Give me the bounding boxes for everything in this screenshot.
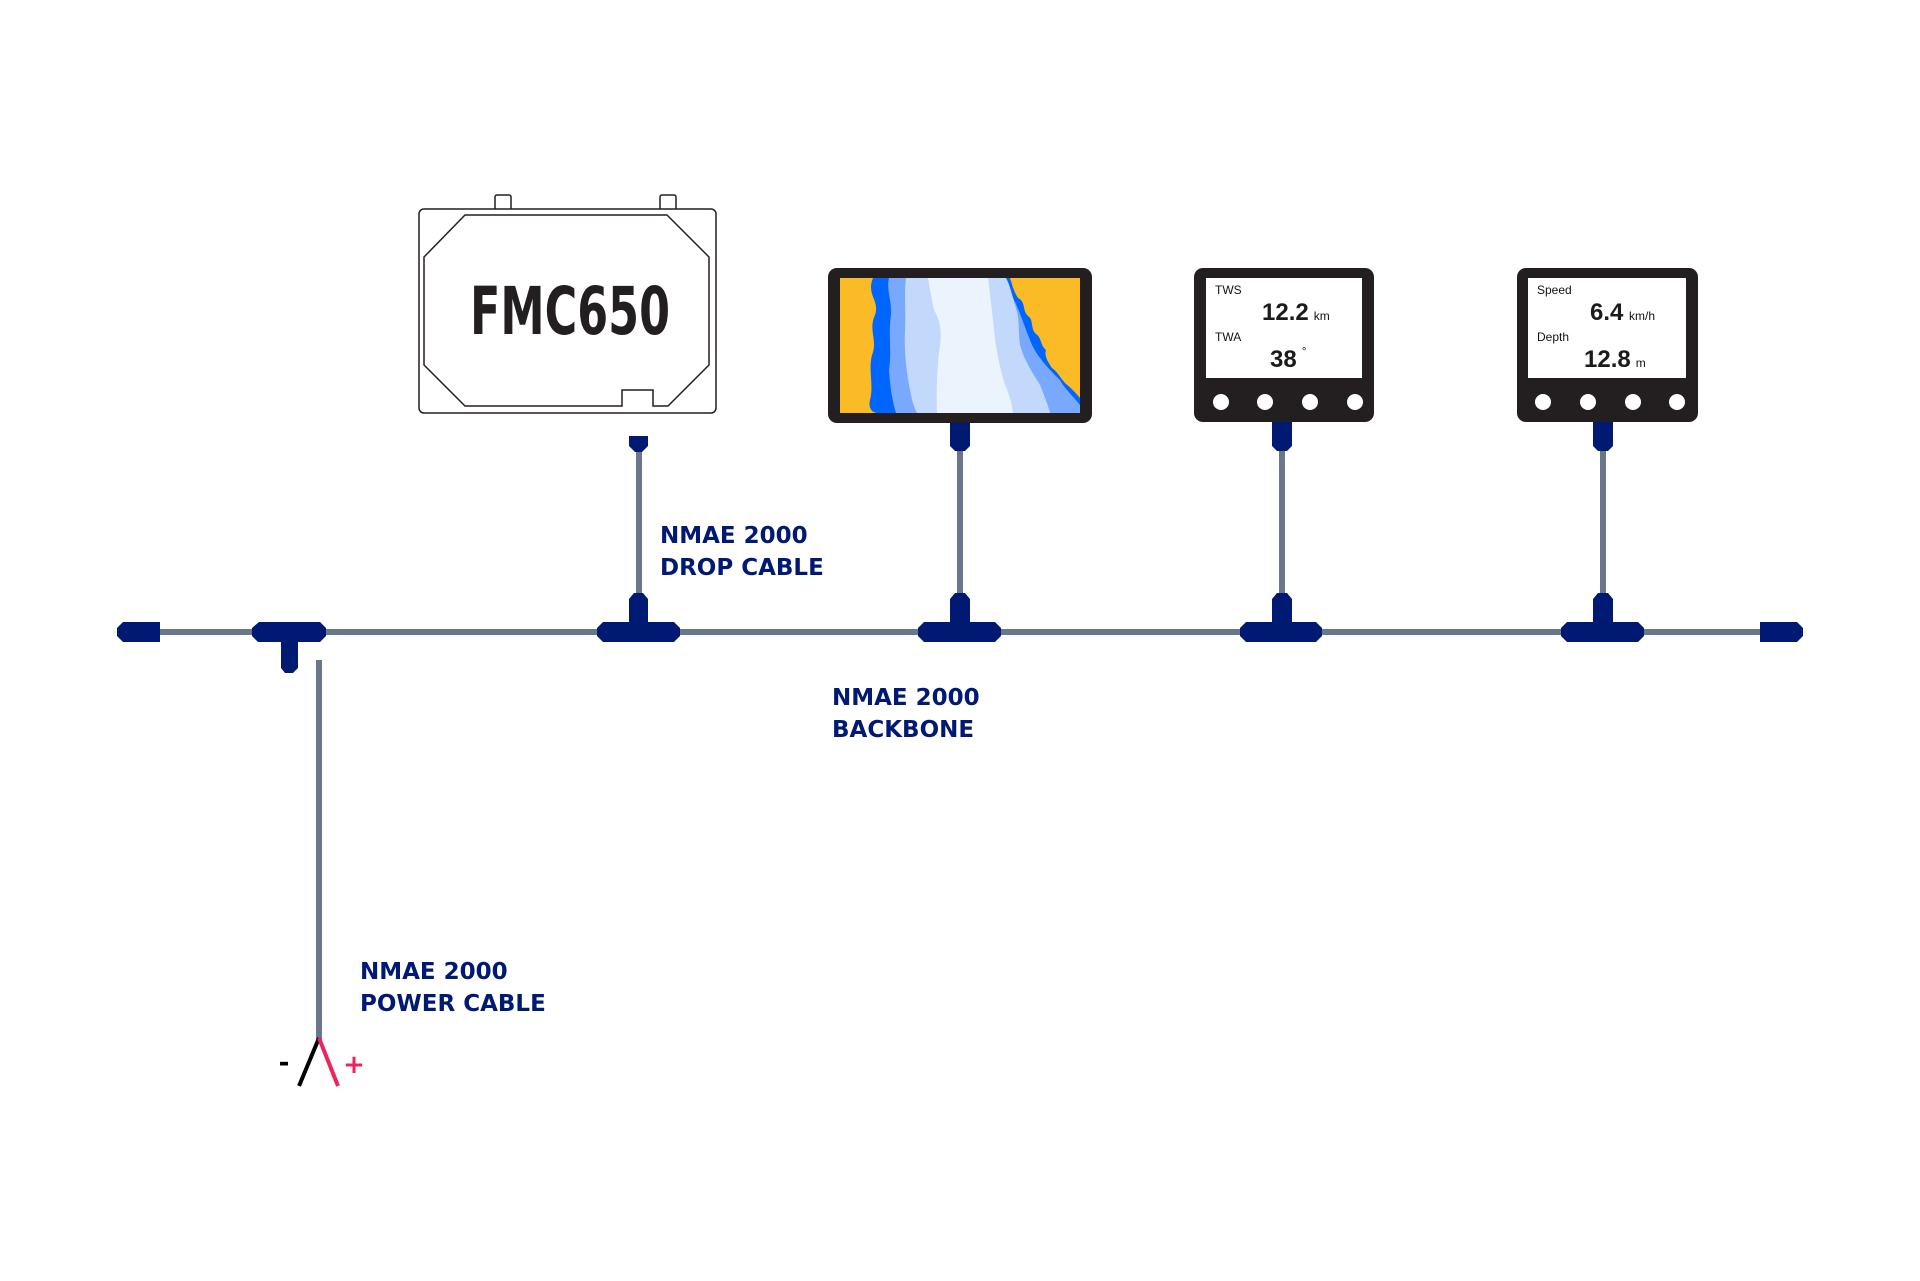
tws-value: 12.2 [1262,299,1309,326]
power-tee-connector[interactable] [252,622,326,673]
wind-instrument-button-4[interactable] [1347,394,1363,410]
tee-connector-chartplotter[interactable] [918,593,1001,642]
twa-label: TWA [1215,330,1241,344]
wind-instrument-button-3[interactable] [1302,394,1318,410]
depth-unit: m [1636,356,1646,370]
drop-cable-label-line-1: NMAE 2000 [660,523,808,549]
speed-instrument-button-3[interactable] [1625,394,1641,410]
wind-instrument[interactable]: TWS 12.2 km TWA 38 ° [1194,268,1374,422]
wind-instrument-button-1[interactable] [1213,394,1229,410]
negative-symbol: - [279,1048,290,1078]
speed-value: 6.4 [1590,299,1624,326]
wind-instrument-button-2[interactable] [1257,394,1273,410]
speed-unit: km/h [1629,309,1655,323]
positive-symbol: + [343,1050,365,1080]
power-cable-label-line-2: POWER CABLE [360,991,546,1017]
tee-connector-speed-instrument[interactable] [1561,593,1644,642]
tee-connector-wind-instrument[interactable] [1240,593,1322,642]
speed-instrument-button-2[interactable] [1580,394,1596,410]
wind-instrument-drop-plug[interactable] [1272,420,1292,451]
chartplotter-display[interactable] [828,268,1092,423]
chart-screen [840,278,1080,413]
tws-label: TWS [1215,283,1242,297]
power-wires: - + [279,1037,365,1087]
drop-cable-label-line-2: DROP CABLE [660,555,824,581]
speed-instrument-screen [1528,278,1686,378]
fmc650-gateway[interactable]: FMC650 [418,194,717,414]
chartplotter-drop-plug[interactable] [950,420,970,451]
speed-label: Speed [1537,283,1572,297]
power-cable-label-line-1: NMAE 2000 [360,959,508,985]
gateway-tab-left [494,194,512,211]
backbone-label-line-2: BACKBONE [832,717,974,743]
speed-depth-instrument[interactable]: Speed 6.4 km/h Depth 12.8 m [1517,268,1698,422]
gateway-tab-right [659,194,677,211]
speed-instrument-drop-plug[interactable] [1593,420,1613,451]
gateway-drop-plug[interactable] [629,436,648,452]
speed-instrument-button-4[interactable] [1669,394,1685,410]
power-cable-label: NMAE 2000 POWER CABLE [360,959,546,1017]
tee-connector-gateway[interactable] [597,593,680,642]
left-terminator[interactable] [117,622,160,642]
gateway-inner-outline [423,214,710,407]
twa-value: 38 [1270,346,1297,373]
speed-instrument-button-1[interactable] [1535,394,1551,410]
gateway-model-label: FMC650 [470,273,670,350]
right-terminator[interactable] [1760,622,1803,642]
drop-cable-label: NMAE 2000 DROP CABLE [660,523,824,581]
wind-instrument-screen [1206,278,1362,378]
backbone-label: NMAE 2000 BACKBONE [832,685,980,743]
backbone-label-line-1: NMAE 2000 [832,685,980,711]
twa-unit: ° [1302,344,1307,358]
chart-shallow-water [928,278,1013,413]
tws-unit: km [1314,309,1330,323]
negative-wire [297,1037,321,1087]
positive-wire [317,1037,340,1087]
depth-value: 12.8 [1584,346,1631,373]
depth-label: Depth [1537,330,1569,344]
